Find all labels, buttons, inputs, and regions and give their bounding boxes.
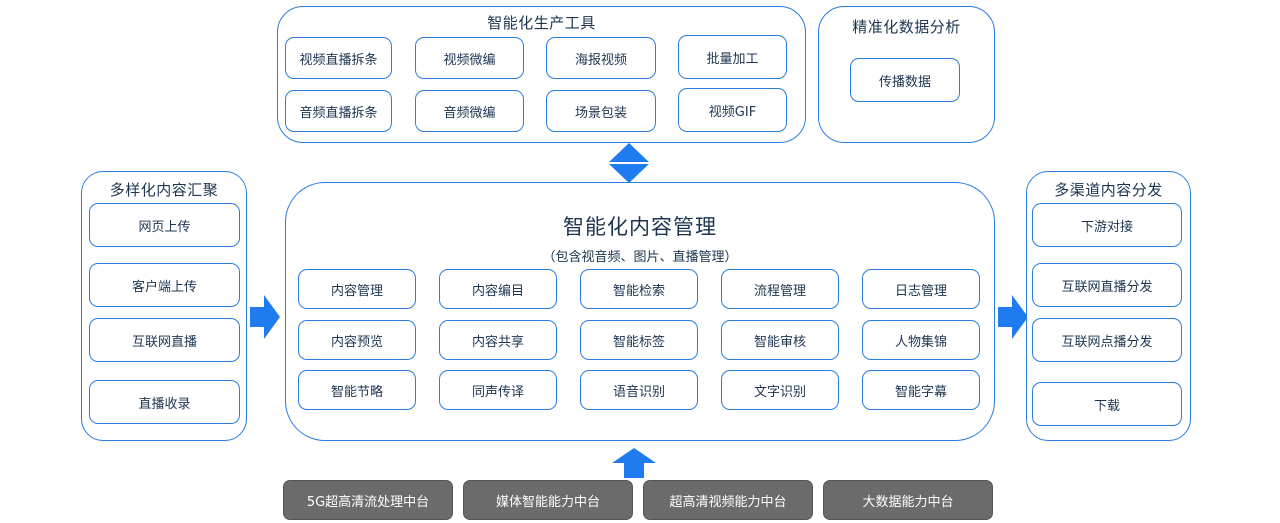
tool-scene-package[interactable]: 场景包装 bbox=[546, 90, 656, 132]
source-client-upload[interactable]: 客户端上传 bbox=[89, 263, 240, 307]
up-arrow-icon bbox=[612, 448, 656, 478]
bidirectional-arrow-icon bbox=[608, 143, 650, 183]
tool-audio-micro-edit[interactable]: 音频微编 bbox=[415, 90, 524, 132]
source-internet-live[interactable]: 互联网直播 bbox=[89, 318, 240, 362]
mgmt-person-highlights[interactable]: 人物集锦 bbox=[862, 320, 980, 360]
tool-video-micro-edit[interactable]: 视频微编 bbox=[415, 37, 524, 79]
aggregation-title: 多样化内容汇聚 bbox=[109, 181, 219, 199]
tool-poster-video[interactable]: 海报视频 bbox=[546, 37, 656, 79]
platform-uhd-video[interactable]: 超高清视频能力中台 bbox=[643, 480, 813, 520]
production-tools-title: 智能化生产工具 bbox=[487, 14, 596, 32]
mgmt-content-catalog[interactable]: 内容编目 bbox=[439, 269, 557, 309]
mgmt-smart-tag[interactable]: 智能标签 bbox=[580, 320, 698, 360]
tool-audio-live-clip[interactable]: 音频直播拆条 bbox=[285, 90, 392, 132]
tool-video-gif[interactable]: 视频GIF bbox=[678, 88, 787, 132]
source-live-record[interactable]: 直播收录 bbox=[89, 380, 240, 424]
right-arrow-icon bbox=[998, 295, 1028, 339]
mgmt-smart-search[interactable]: 智能检索 bbox=[580, 269, 698, 309]
dist-internet-vod[interactable]: 互联网点播分发 bbox=[1032, 318, 1182, 362]
data-analytics-panel: 精准化数据分析 bbox=[818, 6, 995, 143]
dist-download[interactable]: 下载 bbox=[1032, 382, 1182, 426]
data-analytics-title: 精准化数据分析 bbox=[852, 18, 961, 36]
mgmt-content-management[interactable]: 内容管理 bbox=[298, 269, 416, 309]
dist-downstream[interactable]: 下游对接 bbox=[1032, 203, 1182, 247]
mgmt-content-preview[interactable]: 内容预览 bbox=[298, 320, 416, 360]
tool-batch-process[interactable]: 批量加工 bbox=[678, 35, 787, 79]
platform-5g-uhd-stream[interactable]: 5G超高清流处理中台 bbox=[283, 480, 453, 520]
mgmt-text-recognition[interactable]: 文字识别 bbox=[721, 370, 839, 410]
platform-media-ai[interactable]: 媒体智能能力中台 bbox=[463, 480, 633, 520]
mgmt-log-management[interactable]: 日志管理 bbox=[862, 269, 980, 309]
mgmt-workflow[interactable]: 流程管理 bbox=[721, 269, 839, 309]
mgmt-smart-review[interactable]: 智能审核 bbox=[721, 320, 839, 360]
mgmt-speech-recognition[interactable]: 语音识别 bbox=[580, 370, 698, 410]
mgmt-simultaneous-interpretation[interactable]: 同声传译 bbox=[439, 370, 557, 410]
mgmt-smart-abridge[interactable]: 智能节略 bbox=[298, 370, 416, 410]
right-arrow-icon bbox=[250, 295, 280, 339]
platform-big-data[interactable]: 大数据能力中台 bbox=[823, 480, 993, 520]
distribution-title: 多渠道内容分发 bbox=[1054, 181, 1163, 199]
tool-video-live-clip[interactable]: 视频直播拆条 bbox=[285, 37, 392, 79]
source-web-upload[interactable]: 网页上传 bbox=[89, 203, 240, 247]
content-management-subtitle: （包含视音频、图片、直播管理） bbox=[542, 250, 738, 265]
dist-internet-live[interactable]: 互联网直播分发 bbox=[1032, 263, 1182, 307]
analytics-spread-data[interactable]: 传播数据 bbox=[850, 58, 960, 102]
mgmt-smart-subtitle[interactable]: 智能字幕 bbox=[862, 370, 980, 410]
content-management-title: 智能化内容管理 bbox=[563, 215, 717, 239]
mgmt-content-share[interactable]: 内容共享 bbox=[439, 320, 557, 360]
